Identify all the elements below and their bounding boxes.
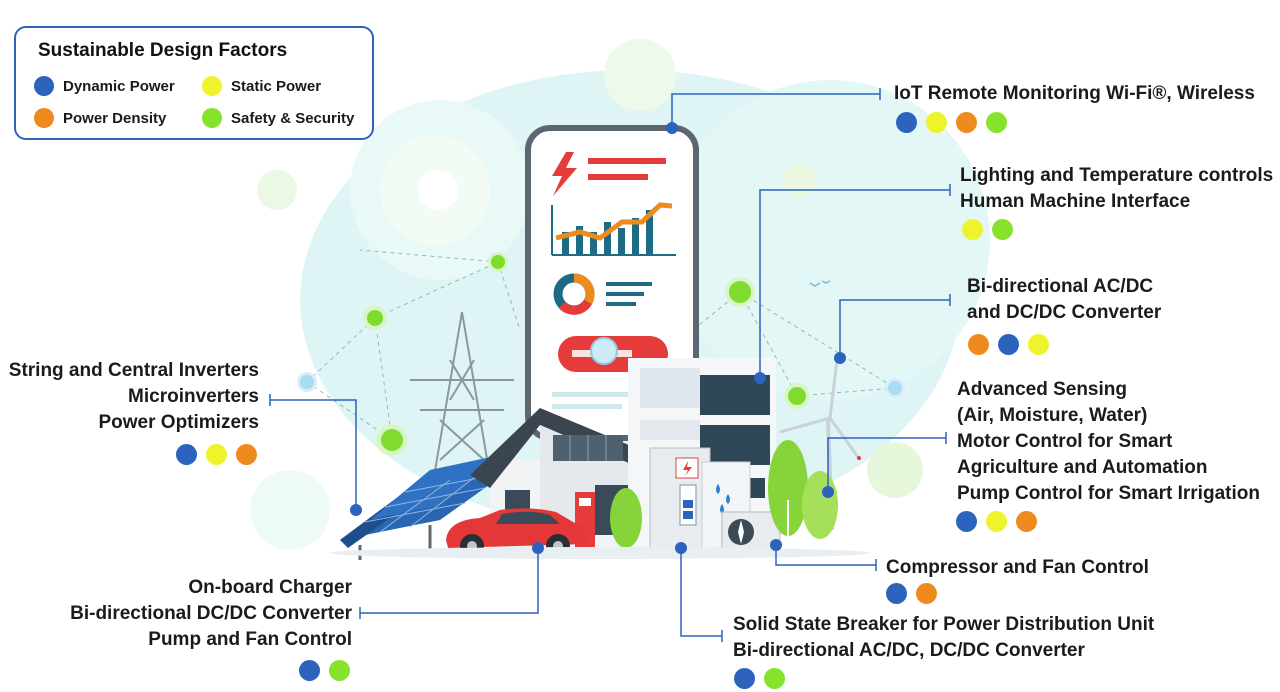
yellow-dot-icon — [926, 112, 947, 133]
factor-dots-bidirectional-acdc — [968, 334, 1049, 355]
callout-line: Bi-directional DC/DC Converter — [70, 603, 352, 624]
callout-line: Solid State Breaker for Power Distributi… — [733, 614, 1155, 635]
callout-line: Bi-directional AC/DC, DC/DC Converter — [733, 640, 1085, 661]
legend-label: Static Power — [231, 77, 322, 95]
callout-charger: On-board Charger Bi-directional DC/DC Co… — [70, 575, 352, 653]
callout-line: (Air, Moisture, Water) — [957, 405, 1148, 426]
blue-dot-icon — [896, 112, 917, 133]
factor-dots-inverters — [176, 444, 257, 465]
callout-line: String and Central Inverters — [8, 360, 259, 381]
callout-line: IoT Remote Monitoring Wi-Fi®, Wireless — [894, 83, 1255, 104]
yellow-dot-icon — [962, 219, 983, 240]
orange-dot-icon — [1016, 511, 1037, 532]
callout-line: On-board Charger — [188, 577, 352, 598]
blue-dot-icon — [956, 511, 977, 532]
yellow-dot-icon — [986, 511, 1007, 532]
blue-dot-icon — [34, 76, 54, 96]
factor-dots-compressor — [886, 583, 937, 604]
factor-dots-lighting — [962, 219, 1013, 240]
callout-anchor-dots — [350, 122, 846, 554]
callout-lighting: Lighting and Temperature controls Human … — [960, 163, 1273, 215]
callout-line: Lighting and Temperature controls — [960, 165, 1274, 186]
green-dot-icon — [329, 660, 350, 681]
callout-connectors — [270, 93, 950, 637]
blue-dot-icon — [998, 334, 1019, 355]
factor-dots-charger — [299, 660, 350, 681]
callout-line: Power Optimizers — [98, 412, 260, 433]
blue-dot-icon — [299, 660, 320, 681]
orange-dot-icon — [34, 108, 54, 128]
legend-item-safety-security: Safety & Security — [202, 108, 354, 128]
factor-dots-sensing — [956, 511, 1037, 532]
callout-end-ticks — [269, 88, 951, 642]
yellow-dot-icon — [202, 76, 222, 96]
legend-label: Power Density — [63, 109, 167, 127]
factor-dots-breaker — [734, 668, 785, 689]
callout-line: Agriculture and Automation — [957, 457, 1208, 478]
green-dot-icon — [986, 112, 1007, 133]
legend-item-dynamic-power: Dynamic Power — [34, 76, 175, 96]
callout-line: Motor Control for Smart — [957, 431, 1173, 452]
callout-line: Pump Control for Smart Irrigation — [957, 483, 1260, 504]
orange-dot-icon — [236, 444, 257, 465]
callout-line: Bi-directional AC/DC — [967, 276, 1154, 297]
legend-title: Sustainable Design Factors — [38, 40, 288, 61]
callout-sensing: Advanced Sensing (Air, Moisture, Water) … — [957, 377, 1260, 507]
callout-line: and DC/DC Converter — [967, 302, 1162, 323]
legend-item-static-power: Static Power — [202, 76, 321, 96]
callout-compressor: Compressor and Fan Control — [886, 555, 1149, 581]
callout-bidirectional-acdc: Bi-directional AC/DC and DC/DC Converter — [967, 274, 1161, 326]
yellow-dot-icon — [206, 444, 227, 465]
network-nodes — [297, 252, 905, 456]
callout-breaker: Solid State Breaker for Power Distributi… — [733, 612, 1154, 664]
callout-line: Advanced Sensing — [957, 379, 1127, 400]
network-links — [306, 249, 896, 441]
legend-label: Safety & Security — [231, 109, 355, 127]
callout-inverters: String and Central Inverters Microinvert… — [9, 358, 259, 436]
power-tower — [410, 311, 514, 501]
green-dot-icon — [992, 219, 1013, 240]
solar-panels — [340, 455, 510, 560]
legend-item-power-density: Power Density — [34, 108, 166, 128]
blue-dot-icon — [176, 444, 197, 465]
callout-line: Compressor and Fan Control — [886, 557, 1149, 578]
orange-dot-icon — [956, 112, 977, 133]
callout-iot: IoT Remote Monitoring Wi-Fi®, Wireless — [894, 81, 1255, 107]
yellow-dot-icon — [1028, 334, 1049, 355]
green-dot-icon — [202, 108, 222, 128]
factor-dots-iot — [896, 112, 1007, 133]
orange-dot-icon — [916, 583, 937, 604]
callout-line: Pump and Fan Control — [148, 629, 352, 650]
callout-line: Microinverters — [128, 386, 259, 407]
blue-dot-icon — [734, 668, 755, 689]
orange-dot-icon — [968, 334, 989, 355]
legend-box: Sustainable Design Factors Dynamic Power… — [14, 26, 374, 140]
callout-line: Human Machine Interface — [960, 191, 1191, 212]
blue-dot-icon — [886, 583, 907, 604]
green-dot-icon — [764, 668, 785, 689]
legend-label: Dynamic Power — [63, 77, 175, 95]
